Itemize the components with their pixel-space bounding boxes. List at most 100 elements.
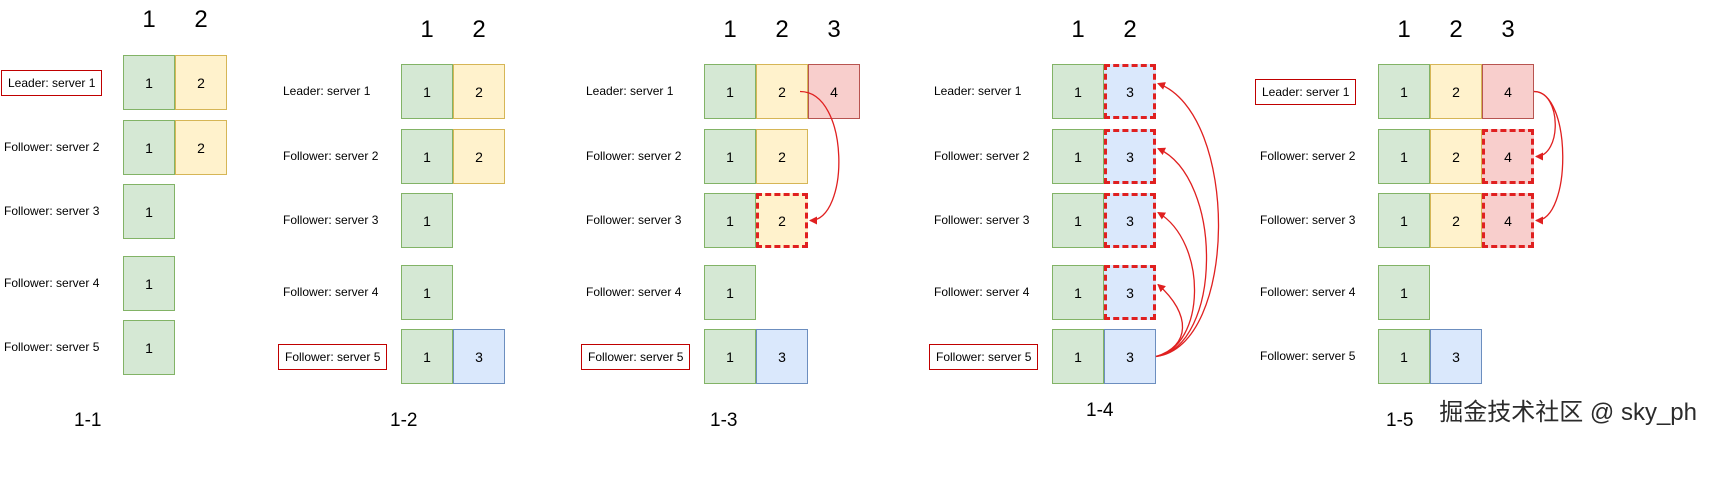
replication-arrow [1155,147,1208,358]
log-entry-term-2: 2 [1430,193,1482,248]
column-number: 2 [472,16,486,43]
log-entry-term-1: 1 [1378,129,1430,184]
server-label: Follower: server 5 [929,343,1039,370]
replication-arrow [799,90,840,225]
server-label: Follower: server 2 [1260,148,1356,163]
replication-arrow [1155,283,1184,358]
log-entry-term-3: 3 [1104,265,1156,320]
log-entry-term-1: 1 [123,320,175,375]
log-entry-term-1: 1 [401,265,453,320]
server-label: Follower: server 3 [4,203,100,218]
log-entry-term-2: 2 [1430,64,1482,119]
log-entry-term-2: 2 [756,129,808,184]
replication-arrow [1155,82,1220,358]
server-label: Follower: server 4 [283,284,379,299]
log-entry-term-2: 2 [453,64,505,119]
log-entry-term-1: 1 [1052,265,1104,320]
log-entry-term-1: 1 [1378,329,1430,384]
watermark: 掘金技术社区 @ sky_ph [1439,399,1697,426]
column-number: 1 [420,16,434,43]
server-label: Follower: server 5 [278,343,388,370]
server-label: Follower: server 4 [934,284,1030,299]
log-entry-term-1: 1 [704,64,756,119]
column-number: 2 [1123,16,1137,43]
server-label: Leader: server 1 [1,69,103,96]
log-entry-term-1: 1 [704,129,756,184]
log-entry-term-1: 1 [123,256,175,311]
server-label: Leader: server 1 [586,83,674,98]
log-entry-term-4: 4 [1482,64,1534,119]
server-label: Follower: server 2 [283,148,379,163]
log-entry-term-3: 3 [1104,64,1156,119]
log-entry-term-1: 1 [704,193,756,248]
log-entry-term-1: 1 [123,120,175,175]
log-entry-term-2: 2 [453,129,505,184]
server-label: Follower: server 2 [934,148,1030,163]
log-entry-term-1: 1 [1378,64,1430,119]
log-entry-term-3: 3 [1104,329,1156,384]
server-label: Follower: server 3 [283,212,379,227]
log-entry-term-4: 4 [1482,193,1534,248]
log-entry-term-1: 1 [1052,129,1104,184]
panel-caption: 1-2 [390,410,418,431]
server-label: Follower: server 5 [1260,348,1356,363]
server-label: Leader: server 1 [283,83,371,98]
log-entry-term-1: 1 [401,129,453,184]
server-label: Follower: server 3 [586,212,682,227]
column-number: 2 [775,16,789,43]
server-label: Leader: server 1 [934,83,1022,98]
log-entry-term-1: 1 [401,329,453,384]
column-number: 1 [1071,16,1085,43]
log-entry-term-2: 2 [756,193,808,248]
column-number: 1 [723,16,737,43]
log-entry-term-4: 4 [1482,129,1534,184]
server-label: Follower: server 2 [4,139,100,154]
server-label: Follower: server 2 [586,148,682,163]
server-label: Follower: server 3 [1260,212,1356,227]
server-label: Follower: server 5 [581,343,691,370]
log-entry-term-3: 3 [1104,129,1156,184]
log-entry-term-1: 1 [704,265,756,320]
panel-caption: 1-5 [1386,410,1414,431]
log-entry-term-2: 2 [175,120,227,175]
replication-arrow [1155,211,1196,358]
column-number: 3 [1501,16,1515,43]
log-entry-term-1: 1 [1378,193,1430,248]
log-entry-term-3: 3 [1104,193,1156,248]
panel-caption: 1-3 [710,410,738,431]
log-entry-term-2: 2 [1430,129,1482,184]
panel-caption: 1-4 [1086,400,1114,421]
log-entry-term-3: 3 [1430,329,1482,384]
log-entry-term-1: 1 [1052,329,1104,384]
panel-caption: 1-1 [74,410,102,431]
column-number: 3 [827,16,841,43]
log-entry-term-1: 1 [1052,193,1104,248]
log-entry-term-1: 1 [123,55,175,110]
replication-arrow [1533,90,1564,225]
log-entry-term-1: 1 [401,193,453,248]
replication-arrow [1533,90,1556,161]
log-entry-term-1: 1 [1052,64,1104,119]
server-label: Leader: server 1 [1255,78,1357,105]
log-entry-term-1: 1 [401,64,453,119]
column-number: 1 [142,6,156,33]
server-label: Follower: server 4 [4,275,100,290]
server-label: Follower: server 5 [4,339,100,354]
column-number: 1 [1397,16,1411,43]
log-entry-term-2: 2 [756,64,808,119]
column-number: 2 [194,6,208,33]
log-entry-term-3: 3 [453,329,505,384]
log-entry-term-1: 1 [1378,265,1430,320]
log-entry-term-1: 1 [704,329,756,384]
log-entry-term-2: 2 [175,55,227,110]
server-label: Follower: server 4 [1260,284,1356,299]
log-entry-term-3: 3 [756,329,808,384]
log-entry-term-4: 4 [808,64,860,119]
